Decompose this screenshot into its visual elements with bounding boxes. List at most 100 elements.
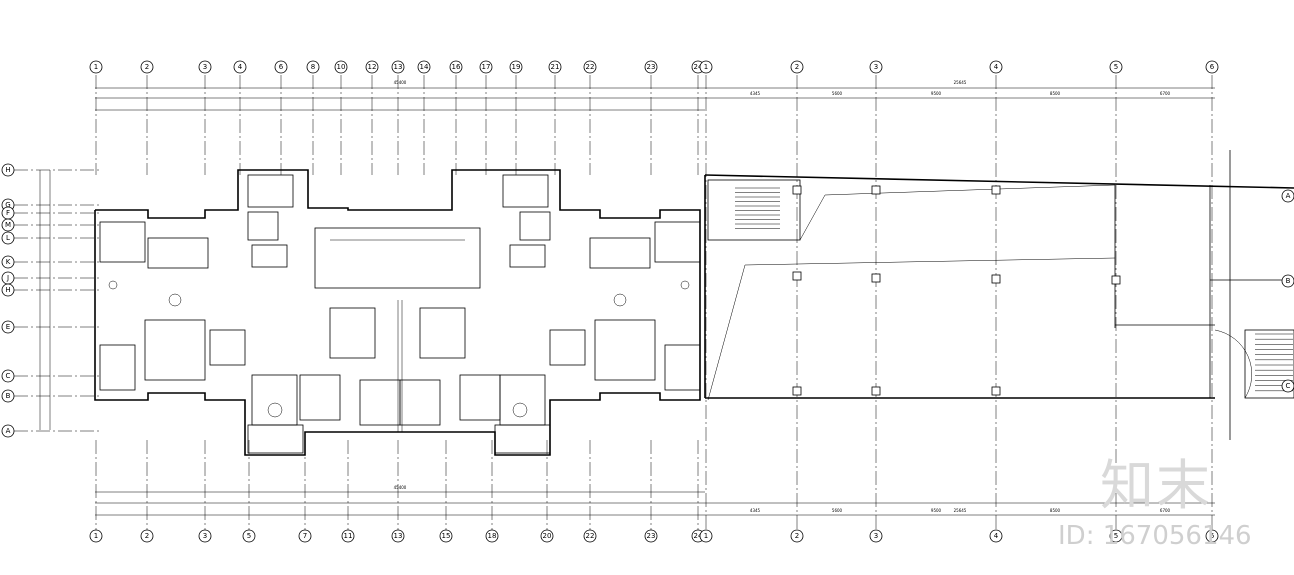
- right-bottom-total-dim: 25645: [954, 508, 967, 513]
- svg-text:21: 21: [551, 63, 560, 71]
- svg-text:20: 20: [543, 532, 552, 540]
- svg-text:24: 24: [694, 63, 703, 71]
- axis-bubble-bottom: 22: [583, 529, 597, 543]
- svg-text:8: 8: [311, 63, 315, 71]
- axis-bubble-right-bottom: 5: [1109, 529, 1123, 543]
- top-total-dim: 45400: [394, 80, 407, 85]
- svg-text:L: L: [6, 234, 10, 242]
- residential-building: [94, 169, 701, 456]
- svg-text:3: 3: [203, 532, 207, 540]
- axis-bubble-row: L: [1, 231, 15, 245]
- svg-text:J: J: [6, 274, 9, 282]
- svg-text:5: 5: [1114, 532, 1118, 540]
- svg-text:22: 22: [586, 63, 595, 71]
- svg-text:23: 23: [647, 63, 656, 71]
- right-seg-4: 8500: [1050, 91, 1061, 96]
- svg-text:19: 19: [512, 63, 521, 71]
- structural-column: [792, 271, 802, 281]
- structural-column: [1111, 275, 1121, 285]
- axis-bubble-top: 13: [391, 60, 405, 74]
- axis-bubble-bottom: 15: [439, 529, 453, 543]
- svg-text:3: 3: [203, 63, 207, 71]
- axis-bubble-bottom: 20: [540, 529, 554, 543]
- svg-text:12: 12: [368, 63, 377, 71]
- axis-bubble-right-top: 2: [790, 60, 804, 74]
- axis-bubble-right-top: 3: [869, 60, 883, 74]
- axis-bubble-top: 19: [509, 60, 523, 74]
- structural-column: [792, 386, 802, 396]
- structural-column: [991, 274, 1001, 284]
- structural-column: [871, 185, 881, 195]
- svg-text:2: 2: [795, 63, 799, 71]
- svg-text:4: 4: [994, 63, 999, 71]
- svg-text:2: 2: [145, 532, 149, 540]
- svg-text:16: 16: [452, 63, 461, 71]
- svg-text:2: 2: [145, 63, 149, 71]
- structural-column: [871, 386, 881, 396]
- axis-bubble-top: 10: [334, 60, 348, 74]
- axis-bubble-right-bottom: 4: [989, 529, 1003, 543]
- axis-bubble-row: E: [1, 320, 15, 334]
- axis-bubble-row: B: [1, 389, 15, 403]
- svg-text:6: 6: [1210, 532, 1215, 540]
- axis-bubble-bottom: 18: [485, 529, 499, 543]
- axis-bubble-right-top: 5: [1109, 60, 1123, 74]
- structural-column: [991, 185, 1001, 195]
- axis-bubble-top: 8: [306, 60, 320, 74]
- axis-bubble-row: J: [1, 271, 15, 285]
- axis-bubble-top: 21: [548, 60, 562, 74]
- svg-text:M: M: [5, 221, 11, 229]
- svg-text:4: 4: [238, 63, 243, 71]
- axis-bubble-right-top: 1: [699, 60, 713, 74]
- axis-bubble-top: 4: [233, 60, 247, 74]
- axis-bubble-right-bottom: 3: [869, 529, 883, 543]
- grid-lines: [14, 75, 1213, 530]
- axis-bubble-row: C: [1, 369, 15, 383]
- svg-text:5: 5: [247, 532, 251, 540]
- axis-bubble-bottom: 1: [89, 529, 103, 543]
- svg-text:6: 6: [1210, 63, 1215, 71]
- axis-bubble-row: H: [1, 163, 15, 177]
- axis-bubble-top: 23: [644, 60, 658, 74]
- axis-bubble-bottom: 3: [198, 529, 212, 543]
- axis-bubble-right-top: 6: [1205, 60, 1219, 74]
- axis-bubble-bottom: 13: [391, 529, 405, 543]
- svg-text:1: 1: [94, 532, 98, 540]
- svg-text:22: 22: [586, 532, 595, 540]
- svg-text:3: 3: [874, 532, 878, 540]
- svg-text:A: A: [6, 427, 11, 435]
- axis-bubble-top: 6: [274, 60, 288, 74]
- svg-text:E: E: [6, 323, 10, 331]
- svg-text:17: 17: [482, 63, 491, 71]
- svg-text:14: 14: [420, 63, 429, 71]
- axis-bubble-top: 14: [417, 60, 431, 74]
- svg-text:B: B: [6, 392, 11, 400]
- axis-bubble-top: 3: [198, 60, 212, 74]
- axis-bubble-top: 2: [140, 60, 154, 74]
- right-seg-1: 4345: [750, 91, 761, 96]
- svg-text:K: K: [6, 258, 11, 266]
- svg-text:1: 1: [704, 63, 708, 71]
- svg-text:15: 15: [442, 532, 451, 540]
- axis-bubble-right-row: B: [1281, 274, 1294, 288]
- axis-bubble-bottom: 5: [242, 529, 256, 543]
- svg-text:18: 18: [488, 532, 497, 540]
- commercial-annex: [704, 150, 1294, 440]
- axis-bubble-right-bottom: 2: [790, 529, 804, 543]
- svg-text:H: H: [5, 166, 10, 174]
- structural-column: [991, 386, 1001, 396]
- right-seg-2: 5600: [832, 91, 843, 96]
- right-bseg-5: 6700: [1160, 508, 1171, 513]
- dimension-lines: 45400 45400 25645 25645 4345 5600 9500 8…: [39, 80, 1215, 516]
- svg-text:24: 24: [694, 532, 703, 540]
- axis-bubble-top: 16: [449, 60, 463, 74]
- svg-text:3: 3: [874, 63, 878, 71]
- structural-column: [871, 273, 881, 283]
- axis-bubble-row: M: [1, 218, 15, 232]
- svg-text:G: G: [5, 201, 10, 209]
- right-seg-5: 6700: [1160, 91, 1171, 96]
- svg-text:1: 1: [704, 532, 708, 540]
- axis-bubble-top: 17: [479, 60, 493, 74]
